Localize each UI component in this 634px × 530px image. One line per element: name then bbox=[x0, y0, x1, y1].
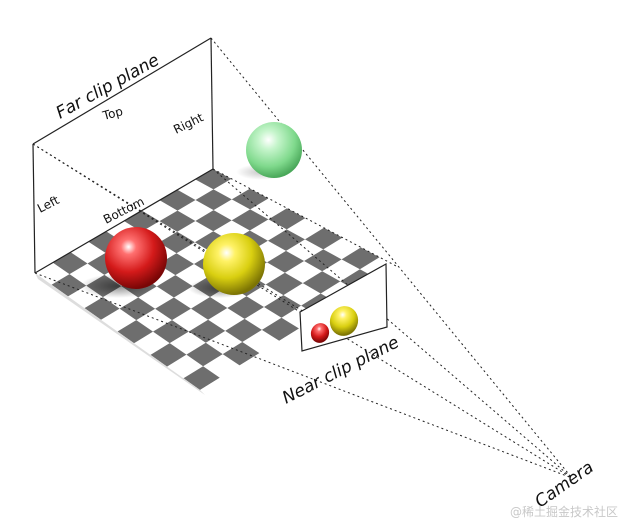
checker-tile bbox=[84, 297, 120, 320]
top-label: Top bbox=[100, 104, 124, 123]
near-plane-red-sphere-image bbox=[310, 323, 330, 343]
near-clip-plane-label: Near clip plane bbox=[279, 332, 402, 408]
watermark-text: @稀土掘金技术社区 bbox=[509, 505, 618, 519]
checker-tile bbox=[341, 247, 380, 270]
checker-tile bbox=[268, 208, 306, 230]
checker-tile bbox=[261, 317, 299, 341]
left-label: Left bbox=[35, 193, 62, 216]
far-clip-plane bbox=[32, 37, 214, 274]
red-sphere bbox=[105, 227, 167, 289]
frustum-lines bbox=[32, 37, 573, 479]
checker-tile bbox=[158, 253, 194, 276]
checker-tile bbox=[159, 231, 195, 254]
checker-tile bbox=[51, 274, 87, 297]
checker-tile bbox=[267, 229, 305, 251]
checker-tile bbox=[186, 342, 223, 367]
checker-tile bbox=[231, 188, 269, 210]
checker-tile bbox=[304, 249, 342, 272]
checker-tile bbox=[222, 341, 260, 366]
checker-tile bbox=[191, 297, 228, 320]
checker-tile bbox=[155, 297, 191, 321]
checker-tile bbox=[153, 320, 189, 344]
checker-tile bbox=[267, 250, 305, 273]
checker-tile bbox=[225, 318, 262, 342]
checker-tile bbox=[264, 295, 302, 318]
floor-shadow-edge bbox=[35, 273, 205, 395]
checker-tile bbox=[150, 343, 187, 367]
checker-tile bbox=[231, 209, 269, 231]
checker-tile bbox=[183, 366, 220, 390]
yellow-sphere bbox=[203, 233, 265, 295]
green-sphere bbox=[246, 122, 302, 178]
checker-tile bbox=[117, 320, 153, 344]
checker-tile bbox=[159, 210, 196, 232]
near-plane-yellow-sphere-image bbox=[329, 306, 359, 336]
checker-tile bbox=[156, 275, 193, 298]
right-label: Right bbox=[171, 110, 206, 137]
checker-tile bbox=[265, 272, 303, 296]
checker-tile bbox=[302, 271, 341, 294]
checker-tile bbox=[195, 210, 232, 232]
checker-tile bbox=[188, 319, 226, 343]
checker-tile bbox=[119, 297, 156, 321]
checker-tile bbox=[195, 189, 232, 211]
checker-tile bbox=[227, 296, 264, 319]
near-clip-plane bbox=[299, 262, 388, 352]
